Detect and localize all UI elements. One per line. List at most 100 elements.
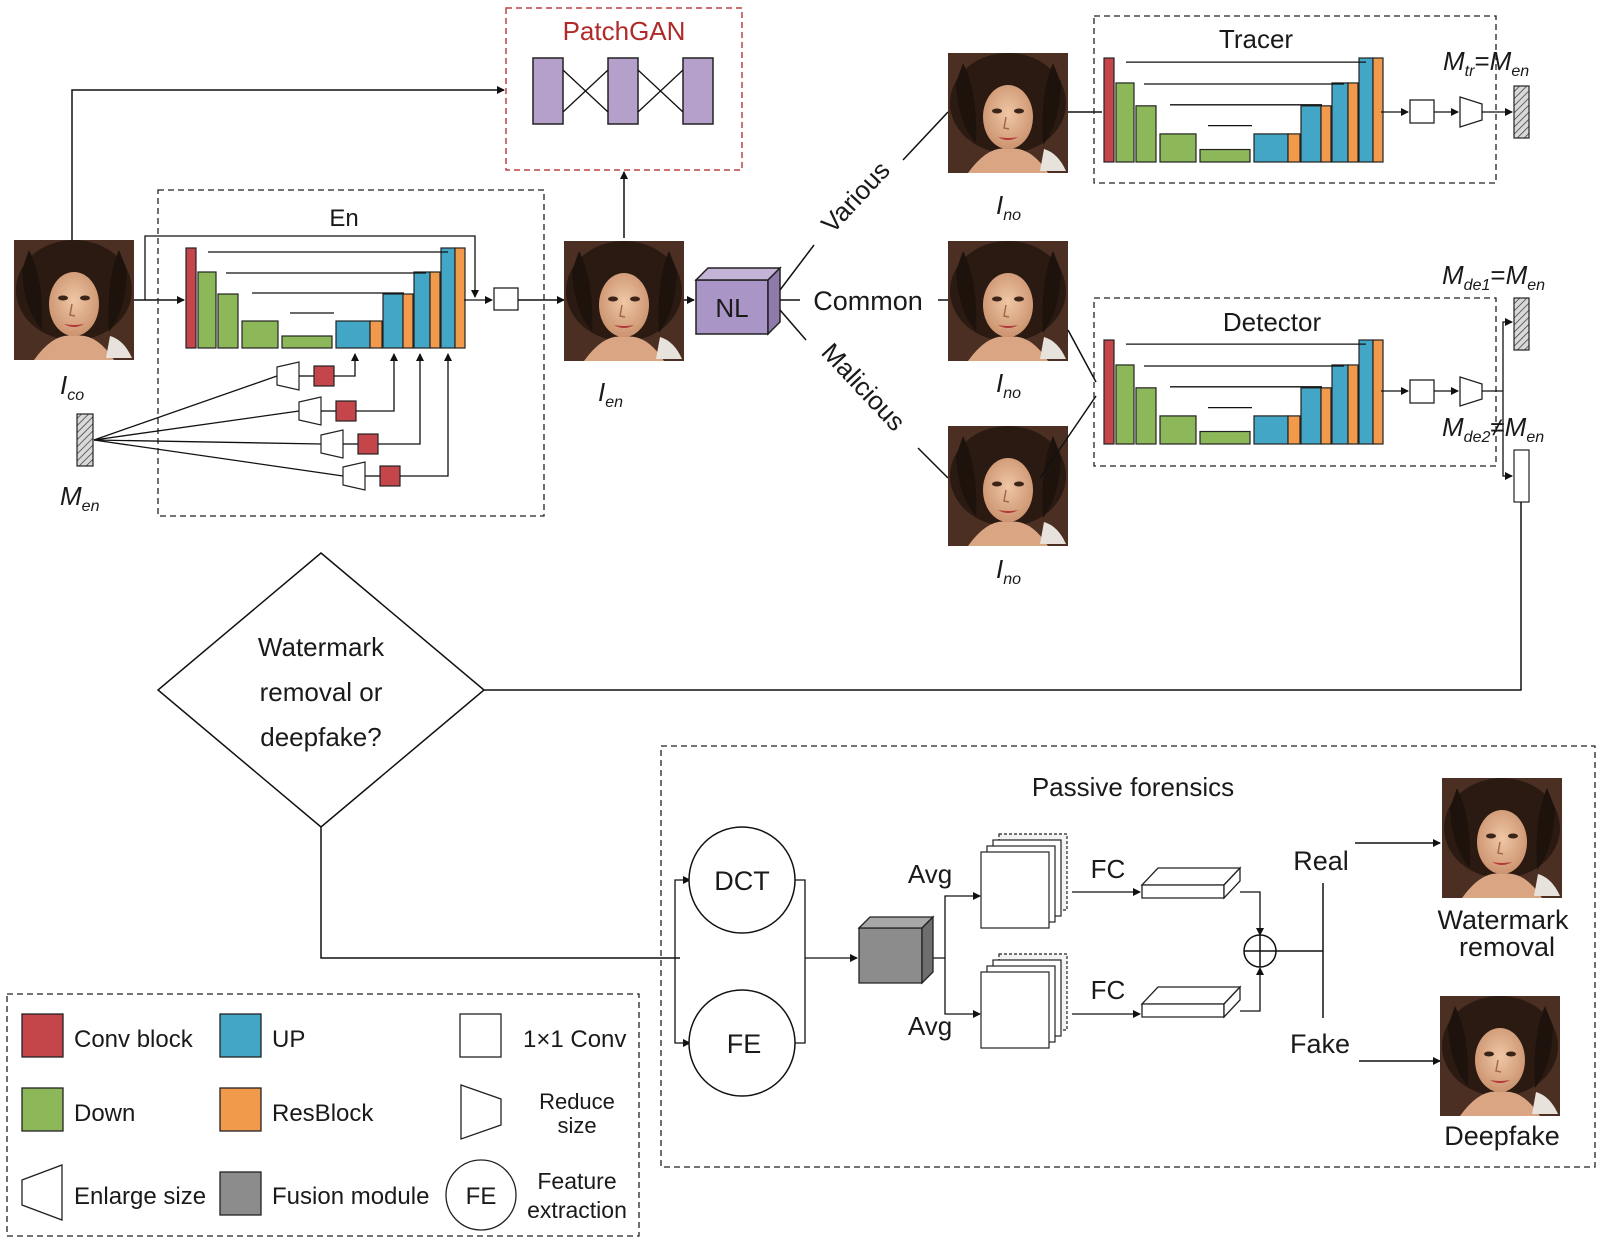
legend-label-up: UP [272, 1026, 305, 1053]
i-no-label-2: Ino [996, 368, 1021, 402]
msg-conv-0 [313, 365, 335, 387]
patchgan-block-1 [532, 57, 564, 125]
legend-label-reduce-2: size [557, 1113, 596, 1138]
tracer-title: Tracer [1219, 24, 1293, 54]
tracer-1x1-conv [1409, 99, 1435, 124]
out-watermark-line-2: removal [1459, 932, 1555, 962]
encoder-frame [157, 189, 545, 517]
legend-label-res: ResBlock [272, 1100, 374, 1127]
fusion-cube [857, 915, 935, 985]
noised-image-various: Ino [948, 53, 1068, 224]
legend-label-conv: Conv block [74, 1026, 194, 1053]
legend-swatch-up [219, 1013, 262, 1058]
legend-swatch-res [219, 1087, 262, 1132]
unet-en-down-bar-1 [197, 271, 217, 349]
fc-label-2: FC [1091, 975, 1126, 1005]
common-label: Common [813, 286, 923, 316]
unet-de-down-bar-1 [1115, 364, 1135, 445]
legend-label-fusion: Fusion module [272, 1183, 429, 1210]
enlarge-size-2 [320, 429, 344, 459]
unet-en-res-bar-12 [454, 247, 466, 349]
fc-plate-2 [1140, 985, 1242, 1019]
fc-plate-1 [1140, 866, 1242, 900]
detector-reduce-size [1459, 376, 1483, 407]
legend-label-enlarge: Enlarge size [74, 1183, 206, 1210]
dct-label: DCT [714, 866, 770, 896]
unet-tr-down-bar-1 [1115, 82, 1135, 163]
unet-tr-down-bar-2 [1135, 105, 1157, 163]
i-co-label: Ico [60, 370, 84, 404]
legend-swatch-fusion [219, 1171, 262, 1216]
msg-conv-3 [379, 465, 401, 487]
legend-swatch-conv [21, 1013, 64, 1058]
dct-circle [688, 826, 796, 934]
passive-forensics-title: Passive forensics [1032, 772, 1234, 802]
noise-layer-cube: NL [694, 266, 782, 336]
detector-1x1-conv [1409, 379, 1435, 404]
unet-de-res-bar-12 [1372, 339, 1384, 445]
unet-tr-up-bar-11 [1358, 57, 1374, 163]
unet-de-up-bar-9 [1331, 364, 1349, 445]
enlarge-size-3 [342, 461, 366, 491]
unet-en-res-bar-10 [429, 271, 441, 349]
unet-tr-res-bar-10 [1347, 82, 1359, 163]
legend-swatch-down [21, 1087, 64, 1132]
out-watermark-line-1: Watermark [1437, 905, 1569, 935]
unet-en-down-bar-2 [217, 293, 239, 349]
unet-en-down-bar-3 [241, 320, 279, 349]
tracer-reduce-size [1459, 96, 1483, 128]
unet-de-up-bar-7 [1300, 387, 1322, 445]
input-cover-image: Ico [14, 240, 134, 404]
i-en-label: Ien [598, 377, 623, 411]
output-watermark-removal: Watermark removal [1437, 778, 1569, 962]
legend-swatch-1x1 [459, 1013, 502, 1058]
unet-de-up-bar-5 [1253, 415, 1289, 445]
enlarge-size-0 [276, 361, 300, 391]
unet-tr-up-bar-7 [1300, 105, 1322, 163]
unet-de-down-bar-4 [1199, 430, 1251, 445]
tracer-message [1513, 85, 1530, 139]
detector-module: Detector [1093, 297, 1497, 467]
unet-en-up-bar-7 [382, 293, 404, 349]
encoder-module: En [93, 189, 545, 517]
decision-line-1: Watermark [258, 632, 385, 662]
legend-fe-circle [445, 1159, 517, 1231]
m-en-label: Men [60, 481, 100, 515]
legend-frame [6, 993, 640, 1237]
m-de1-label: Mde1=Men [1442, 260, 1545, 294]
malicious-label: Malicious [816, 337, 912, 437]
feature-stack-1 [980, 833, 1068, 929]
nl-label: NL [715, 293, 748, 323]
tracer-frame [1093, 15, 1497, 184]
enlarge-size-1 [298, 396, 322, 426]
fe-circle [688, 989, 796, 1097]
feature-stack-2 [980, 953, 1068, 1049]
unet-en-conv-bar-0 [185, 247, 197, 349]
unet-de-conv-bar-0 [1103, 339, 1115, 445]
unet-de-down-bar-2 [1135, 387, 1157, 445]
message-vector: Men [60, 413, 100, 515]
patchgan-frame [505, 7, 743, 171]
unet-de-down-bar-3 [1159, 415, 1197, 445]
passive-forensics-frame [660, 745, 1596, 1168]
noised-image-malicious: Ino [948, 426, 1068, 588]
patchgan-title: PatchGAN [563, 16, 686, 46]
unet-en-res-bar-6 [369, 320, 383, 349]
i-no-label-1: Ino [996, 190, 1021, 224]
avg-label-1: Avg [908, 859, 952, 889]
legend-label-down: Down [74, 1100, 135, 1127]
unet-tr-down-bar-3 [1159, 133, 1197, 163]
unet-en-up-bar-11 [440, 247, 456, 349]
encoded-image: Ien [564, 241, 684, 411]
detector-frame [1093, 297, 1497, 467]
unet-tr-res-bar-12 [1372, 57, 1384, 163]
real-label: Real [1293, 846, 1349, 876]
decision-diamond: Watermark removal or deepfake? [156, 552, 486, 828]
patchgan-block-2 [607, 57, 639, 125]
unet-en-up-bar-5 [335, 320, 371, 349]
legend-label-feature-2: extraction [527, 1197, 627, 1223]
various-label: Various [815, 155, 896, 239]
msg-conv-2 [357, 433, 379, 455]
unet-tr-conv-bar-0 [1103, 57, 1115, 163]
